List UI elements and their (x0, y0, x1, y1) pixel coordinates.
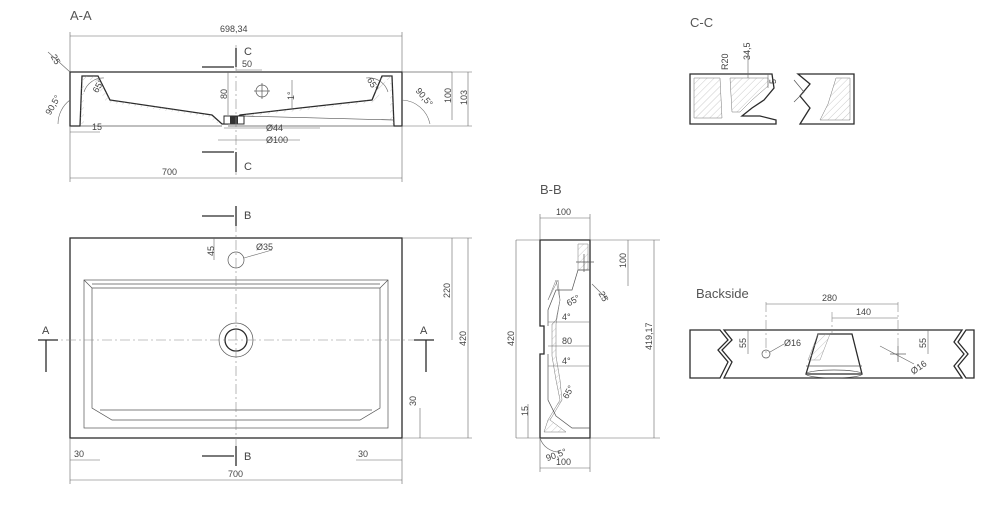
bb-4a-label: 4° (562, 312, 571, 322)
arc-905-left (57, 99, 71, 125)
cc-right-hatch (819, 77, 851, 121)
bb-dim-100bot-label: 100 (556, 457, 571, 467)
bb-dim-100v-label: 100 (618, 253, 628, 268)
cc-left-outline (689, 73, 777, 125)
plan-view: B B A A 45 Ø35 220 420 30 30 30 700 (38, 206, 472, 484)
cut-c-bottom-label: C (244, 161, 252, 173)
arc-65-right (365, 77, 389, 93)
dim-30r-label: 30 (408, 396, 418, 406)
bb-dim-100top-label: 100 (556, 207, 571, 217)
backside-title: Backside (696, 286, 749, 301)
cc-inner-hatch (729, 77, 769, 113)
bb-dim-41917-label: 419,17 (644, 322, 654, 350)
backside-55r-label: 55 (918, 338, 928, 348)
section-b-b: B-B 100 100 419,17 420 15 25 65° 4° (506, 182, 660, 472)
dim-30br-label: 30 (358, 449, 368, 459)
backside-16l-leader (769, 343, 785, 353)
leader-35 (243, 249, 273, 259)
cc-r20-label: R20 (720, 53, 730, 70)
dim-15-label: 15 (92, 122, 102, 132)
backside-16r-label: Ø16 (909, 358, 929, 376)
cut-c-top-label: C (244, 46, 252, 58)
bb-dim-420-label: 420 (506, 331, 516, 346)
cc-dim-345-label: 34,5 (742, 42, 752, 60)
backside-right-piece (957, 329, 975, 379)
cc-dim-5-label: 5 (768, 79, 778, 84)
cut-a-right-label: A (420, 325, 428, 337)
plan-corner-tl (83, 279, 93, 289)
backside-drain-hatch (807, 333, 831, 361)
bb-hatch-wall (543, 279, 567, 433)
dim-220-label: 220 (442, 283, 452, 298)
bb-4b-label: 4° (562, 356, 571, 366)
backside-left-piece (689, 329, 729, 379)
backside-280-label: 280 (822, 293, 837, 303)
dim-100dia-label: Ø100 (266, 135, 288, 145)
bb-65a-label: 65° (565, 293, 582, 309)
bb-inner-profile (547, 269, 590, 429)
bb-outline (539, 239, 591, 439)
bb-arc-905 (539, 437, 561, 453)
cc-left-hatch (693, 77, 723, 119)
leader-r25 (47, 51, 71, 73)
cc-break-line (793, 79, 805, 103)
dim-30bl-label: 30 (74, 449, 84, 459)
aa-drain-core (230, 116, 238, 124)
dim-100-label: 100 (443, 88, 453, 103)
plan-corner-tr (379, 279, 389, 289)
backside-view: Backside 55 Ø16 55 Ø16 280 140 (689, 286, 975, 379)
dim-1deg-label: 1° (286, 91, 296, 100)
dim-50-label: 50 (242, 59, 252, 69)
cc-right-outline (796, 73, 855, 125)
aa-hatch-right (228, 76, 394, 124)
dim-700b-label: 700 (228, 469, 243, 479)
dim-45-label: 45 (206, 246, 216, 256)
bb-hatch-top (577, 243, 589, 271)
dim-top-width-label: 698,34 (220, 24, 248, 34)
bb-leader-25 (591, 283, 609, 301)
bb-65b-label: 65° (561, 383, 577, 400)
dim-700-label: 700 (162, 167, 177, 177)
dim-44-label: Ø44 (266, 123, 283, 133)
backside-16r-leader (879, 345, 915, 365)
bb-dim-15-label: 15 (520, 406, 530, 416)
section-a-a: A-A 698,34 C C 50 80 (43, 8, 472, 182)
dim-103-label: 103 (459, 90, 469, 105)
dim-80-label: 80 (219, 89, 229, 99)
section-b-b-title: B-B (540, 182, 562, 197)
backside-left-hole (761, 349, 771, 359)
backside-main (721, 329, 965, 379)
cut-a-left-label: A (42, 325, 50, 337)
backside-drain-ellipse (805, 369, 863, 379)
backside-140-label: 140 (856, 307, 871, 317)
section-c-c: C-C 34,5 R20 5 (689, 15, 855, 125)
dim-420-label: 420 (458, 331, 468, 346)
aa-floor-line (241, 115, 395, 121)
backside-16l-label: Ø16 (784, 338, 801, 348)
aa-r25-label: 25 (49, 53, 63, 67)
aa-hatch-left (80, 76, 222, 124)
cut-b-bottom-label: B (244, 451, 251, 463)
dim-35-label: Ø35 (256, 242, 273, 252)
backside-55l-label: 55 (738, 338, 748, 348)
cut-b-top-label: B (244, 210, 251, 222)
aa-905-right-label: 90,5° (414, 86, 435, 109)
arc-65-left (83, 77, 105, 93)
bb-80-label: 80 (562, 336, 572, 346)
section-a-a-title: A-A (70, 8, 92, 23)
section-c-c-title: C-C (690, 15, 713, 30)
arc-905-right (401, 99, 431, 125)
bb-r25-label: 25 (597, 290, 611, 304)
